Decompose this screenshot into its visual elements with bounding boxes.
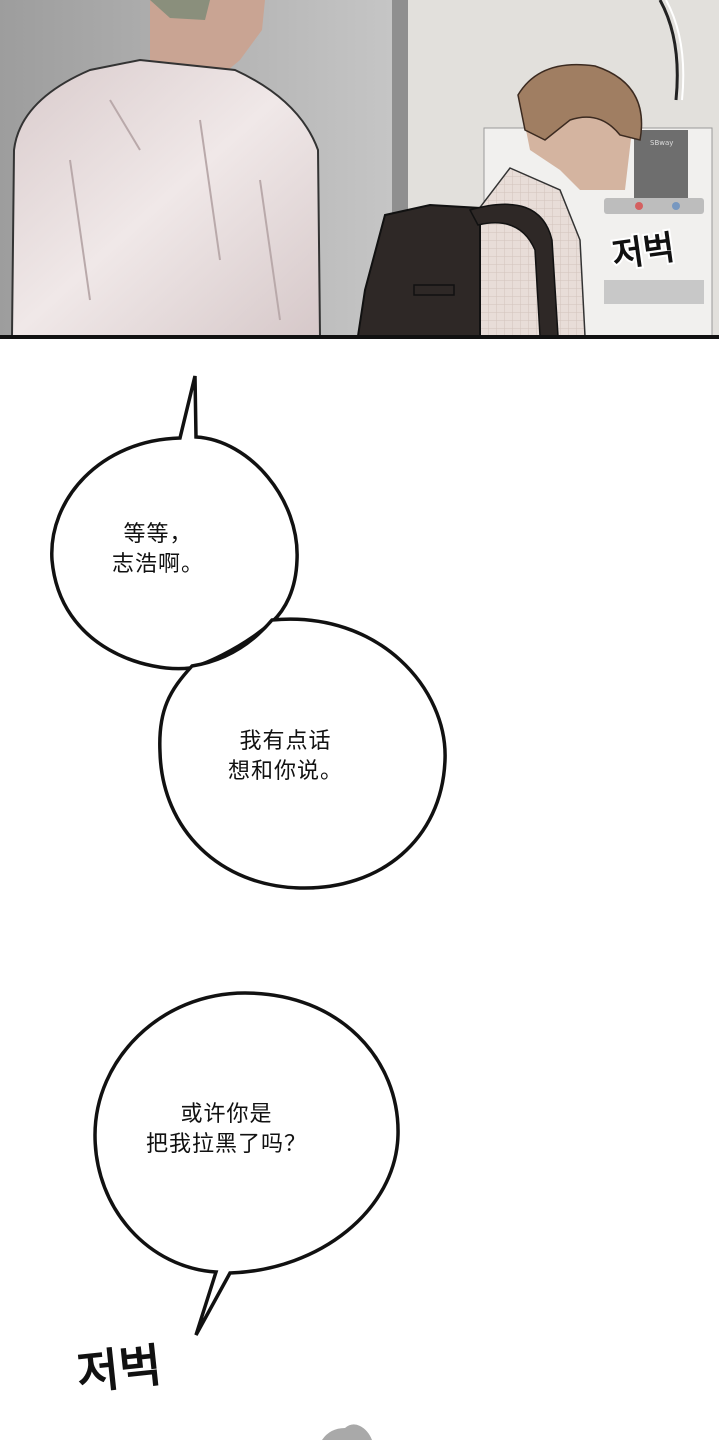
bubble-2-text: 我有点话想和你说。: [228, 729, 344, 784]
panel-border: [0, 335, 719, 339]
bubble-1-text: 等等，志浩啊。: [112, 522, 205, 577]
sfx-footsteps-bottom: 저벅: [74, 1338, 164, 1401]
comic-panel-top: SBway 저벅: [0, 0, 719, 336]
bubble-3-outline: [93, 991, 400, 1336]
panel-illustration: SBway 저벅: [0, 0, 719, 336]
bubble-3-text: 或许你是把我拉黑了吗？: [146, 1102, 308, 1157]
svg-text:SBway: SBway: [650, 139, 673, 147]
halftone-shape: [322, 1424, 372, 1440]
